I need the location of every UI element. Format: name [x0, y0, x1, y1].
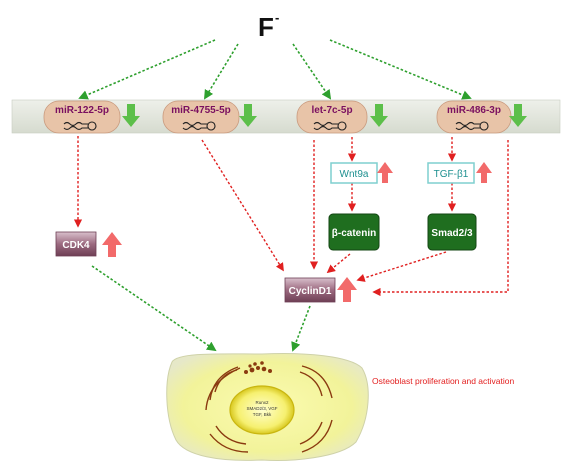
fluoride-title: F -: [258, 10, 279, 42]
hairpin-icon: [182, 121, 216, 131]
up-arrow-icon: [377, 162, 393, 183]
nucleus-text-2: SMAD2/3, VGF: [246, 406, 277, 411]
ribosome-cluster-icon: [244, 361, 272, 374]
mirna-label-2: miR-4755-5p: [171, 105, 230, 116]
wnt9a-node: Wnt9a: [330, 162, 393, 184]
hairpin-icon: [63, 121, 97, 131]
arrow-f-to-let7c: [292, 43, 332, 100]
mirna-pill-2: miR-4755-5p: [162, 100, 257, 134]
wnt9a-label: Wnt9a: [340, 169, 369, 180]
mirna-pills: miR-122-5p miR-4755-5p let-7c-5p: [43, 100, 527, 134]
nucleus: [229, 385, 295, 435]
arrow-betacatenin-to-cyclind1: [326, 253, 351, 274]
nucleus-text-3: TGF, Bkk: [253, 412, 272, 417]
organelle-icon: [205, 365, 333, 453]
mirna-label-3: let-7c-5p: [311, 105, 352, 116]
mirna-pill-3: let-7c-5p: [296, 100, 388, 134]
outcome-label: Osteoblast proliferation and activation: [372, 376, 514, 386]
cyclind1-label: CyclinD1: [289, 286, 332, 297]
mirna-pill-4: miR-486-3p: [436, 100, 527, 134]
up-arrow-icon: [476, 162, 492, 183]
osteoblast-cell: Runx2 SMAD2/3, VGF TGF, Bkk: [166, 353, 369, 461]
cdk4-label: CDK4: [62, 240, 90, 251]
arrow-smad-to-cyclind1: [356, 251, 447, 282]
mirna-label-1: miR-122-5p: [55, 105, 109, 116]
fluoride-charge: -: [275, 10, 279, 25]
arrow-f-to-mir486: [329, 39, 472, 100]
cyclind1-node: CyclinD1: [284, 277, 357, 303]
arrow-f-to-mir122: [78, 39, 216, 100]
arrow-mir486-to-cyclind1: [372, 140, 509, 297]
arrow-cdk4-to-cell: [91, 265, 217, 352]
outcome-arrows: [91, 265, 311, 352]
hairpin-icon: [455, 121, 489, 131]
arrow-f-to-mir4755: [203, 43, 239, 100]
up-arrow-icon: [102, 232, 122, 257]
regulation-arrows: [73, 136, 509, 297]
down-arrow-icon: [122, 104, 140, 127]
down-arrow-icon: [239, 104, 257, 127]
smad-node: Smad2/3: [427, 213, 477, 251]
fluoride-arrows: [78, 39, 472, 100]
arrow-mir4755-to-cyclind1: [201, 139, 284, 272]
fluoride-symbol: F: [258, 12, 274, 42]
nucleus-text-1: Runx2: [255, 400, 269, 405]
tgfb1-label: TGF-β1: [434, 169, 469, 180]
smad-label: Smad2/3: [431, 228, 473, 239]
up-arrow-icon: [337, 277, 357, 302]
hairpin-icon: [313, 121, 347, 131]
down-arrow-icon: [370, 104, 388, 127]
beta-catenin-node: β-catenin: [328, 213, 380, 251]
beta-catenin-label: β-catenin: [332, 228, 376, 239]
mirna-pill-1: miR-122-5p: [43, 100, 140, 134]
cdk4-node: CDK4: [55, 231, 122, 257]
arrow-cyclind1-to-cell: [291, 305, 311, 352]
tgfb1-node: TGF-β1: [427, 162, 492, 184]
down-arrow-icon: [509, 104, 527, 127]
mirna-label-4: miR-486-3p: [447, 105, 501, 116]
